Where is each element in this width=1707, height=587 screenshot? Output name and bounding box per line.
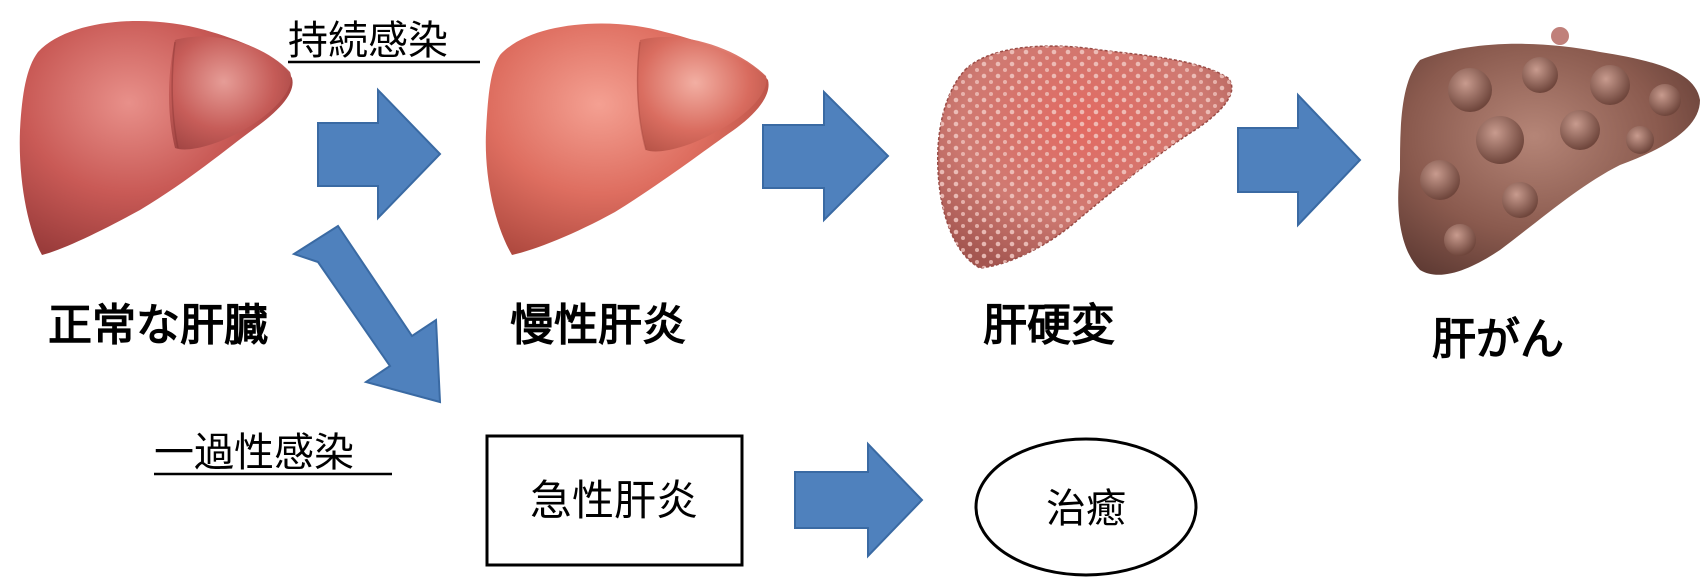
arrow-cirrhosis-to-cancer xyxy=(1238,95,1360,225)
arrow-normal-to-acute xyxy=(294,226,440,402)
normal-liver-label: 正常な肝臓 xyxy=(48,300,268,351)
cirrhosis-liver-illustration xyxy=(938,46,1232,268)
liver-cancer-label: 肝がん xyxy=(1432,314,1564,365)
persistent-infection-label: 持続感染 xyxy=(288,18,448,64)
arrow-chronic-to-cirrhosis xyxy=(763,92,888,220)
chronic-hepatitis-label: 慢性肝炎 xyxy=(510,300,686,351)
cirrhosis-label: 肝硬変 xyxy=(983,300,1115,351)
acute-hepatitis-label: 急性肝炎 xyxy=(530,476,698,525)
normal-liver-illustration xyxy=(20,21,293,255)
liver-cancer-illustration xyxy=(1398,27,1700,275)
arrow-acute-to-cure xyxy=(795,444,922,556)
transient-infection-label: 一過性感染 xyxy=(154,430,354,476)
arrow-normal-to-chronic xyxy=(318,90,440,218)
chronic-hepatitis-liver-illustration xyxy=(486,23,769,255)
cure-label: 治癒 xyxy=(1046,486,1126,532)
